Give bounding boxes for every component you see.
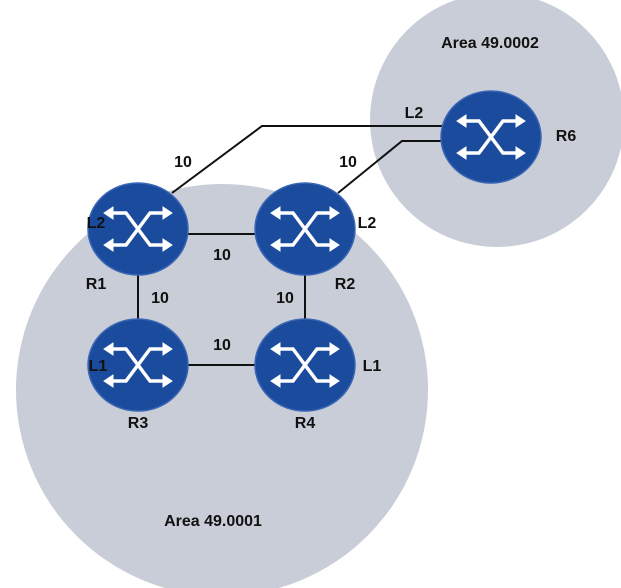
link-cost-r2-r4: 10 [276, 290, 294, 307]
link-cost-r1-r3: 10 [151, 290, 169, 307]
router-r2 [254, 182, 356, 276]
link-cost-r1-r6: 10 [174, 154, 192, 171]
area-49-0001-region [16, 184, 428, 588]
router-r6 [440, 90, 542, 184]
r4-level: L1 [363, 358, 382, 375]
link-cost-r2-r6: 10 [339, 154, 357, 171]
link-r1-r6 [171, 125, 442, 194]
router-switch-icon [103, 206, 173, 252]
r6-level: L2 [405, 105, 424, 122]
router-switch-icon [270, 342, 340, 388]
r6-name: R6 [556, 128, 577, 145]
router-switch-icon [103, 342, 173, 388]
area-49-0002-label: Area 49.0002 [441, 35, 539, 52]
r1-name: R1 [86, 276, 107, 293]
area-49-0001-label: Area 49.0001 [164, 513, 262, 530]
r3-level: L1 [89, 358, 108, 375]
r2-level: L2 [358, 215, 377, 232]
r1-level: L2 [87, 215, 106, 232]
link-cost-r3-r4: 10 [213, 337, 231, 354]
router-r3 [87, 318, 189, 412]
router-switch-icon [270, 206, 340, 252]
router-r4 [254, 318, 356, 412]
router-switch-icon [456, 114, 526, 160]
r3-name: R3 [128, 415, 149, 432]
link-cost-r1-r2: 10 [213, 247, 231, 264]
r2-name: R2 [335, 276, 356, 293]
router-r1 [87, 182, 189, 276]
link-r2-r6 [337, 140, 442, 194]
r4-name: R4 [295, 415, 316, 432]
